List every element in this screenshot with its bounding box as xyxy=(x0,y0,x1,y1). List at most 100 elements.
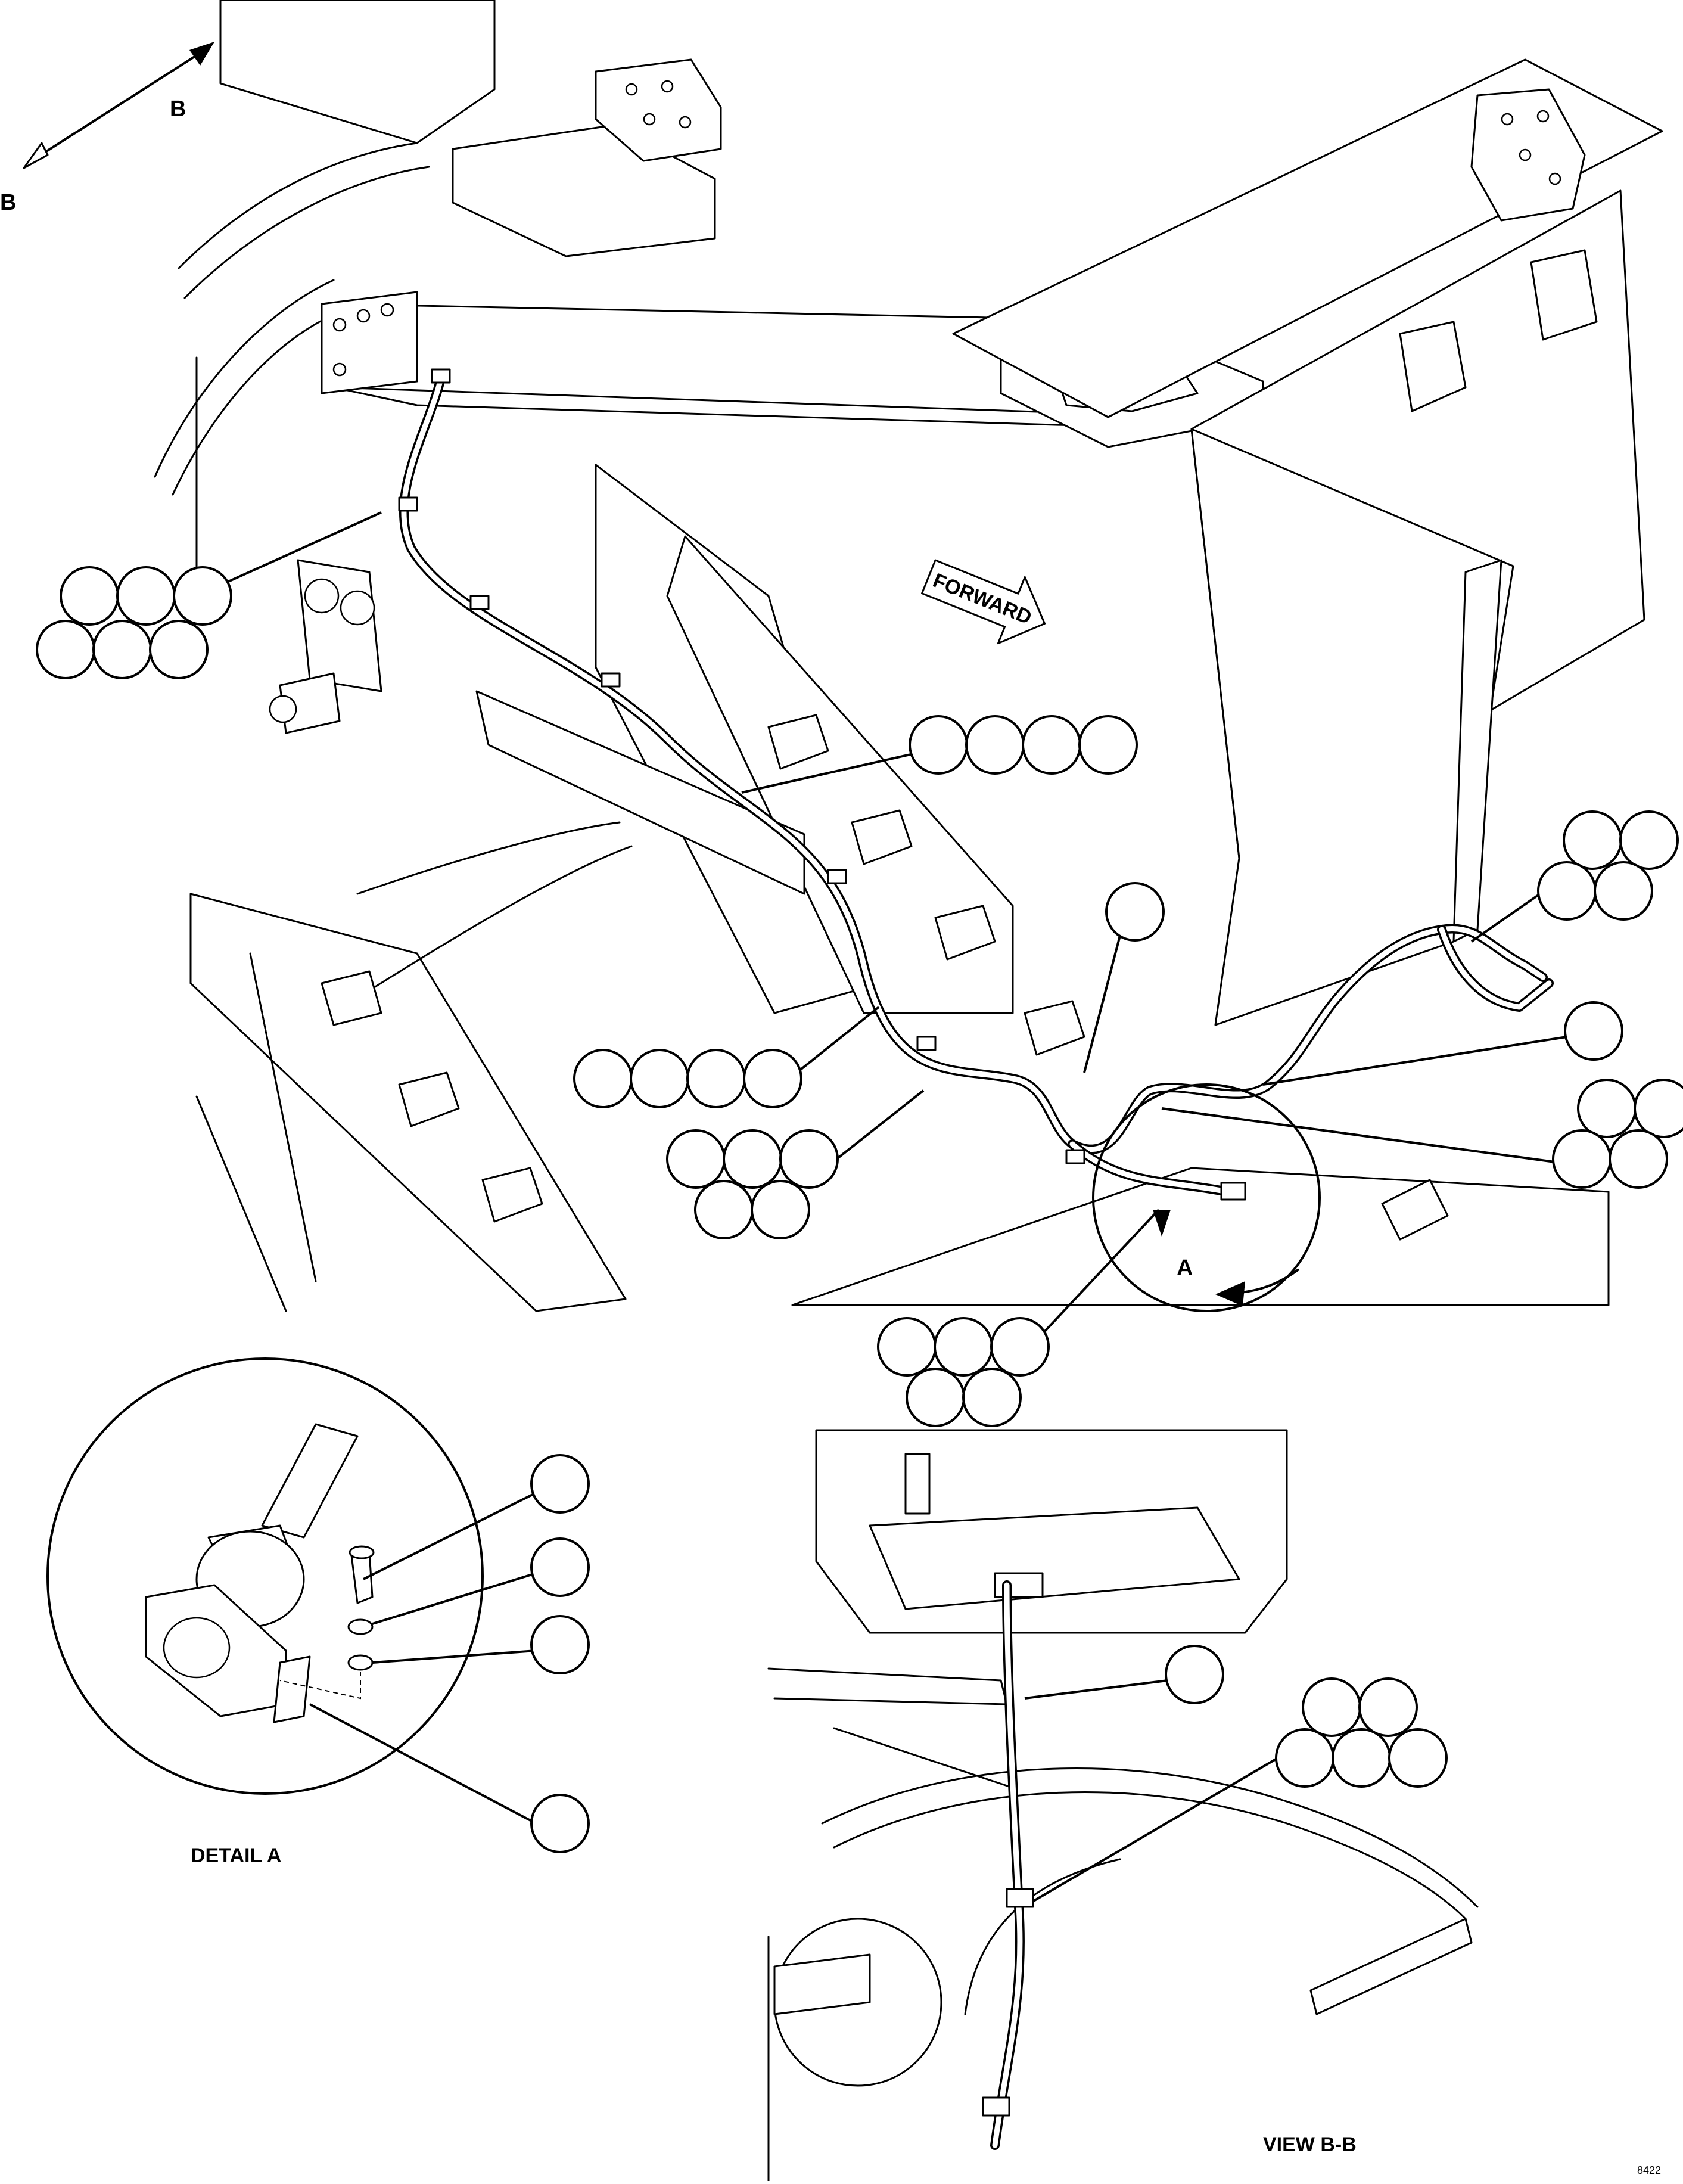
vb-mount-plate xyxy=(869,1506,1240,1610)
callout-leader xyxy=(1470,893,1541,943)
detail-a-frame xyxy=(46,1357,484,1795)
callout-bubble xyxy=(934,1317,993,1377)
forward-arrow: FORWARD xyxy=(921,559,1046,645)
front-rail xyxy=(475,690,805,895)
axle-plate-hole xyxy=(340,590,375,626)
callout-leader xyxy=(1083,935,1121,1073)
callout-bubble xyxy=(1332,1728,1391,1788)
section-b-arrowhead-top xyxy=(189,42,214,66)
flat-washer xyxy=(347,1654,374,1671)
bolt-head xyxy=(349,1545,375,1559)
callout-bubble xyxy=(1563,810,1622,870)
callout-bubble xyxy=(1619,810,1679,870)
body-arc-3 xyxy=(154,279,335,478)
callout-bubble xyxy=(149,620,209,679)
callout-bubble xyxy=(1634,1079,1683,1138)
mounting-bracket xyxy=(273,1655,311,1723)
lower-arc-1 xyxy=(356,821,621,895)
vb-frame-line-1 xyxy=(767,1667,1008,1705)
right-leg xyxy=(1190,428,1514,1026)
callout-bubble xyxy=(906,1368,965,1427)
callout-bubble xyxy=(530,1794,590,1853)
callout-bubble xyxy=(723,1129,782,1189)
callout-g9 xyxy=(877,1208,1160,1427)
cable-clamp xyxy=(601,672,621,688)
callout-g1 xyxy=(36,511,382,679)
upper-cabinet xyxy=(219,0,496,144)
callout-g5 xyxy=(1262,1001,1623,1086)
callout-g12 xyxy=(372,1615,590,1674)
view-b-b xyxy=(767,1429,1479,2182)
rail-tab xyxy=(398,1071,460,1127)
body-arc-2 xyxy=(183,166,430,299)
cable-clamp xyxy=(827,869,847,884)
callout-bubble xyxy=(60,566,119,626)
floor-plate xyxy=(1381,1179,1449,1241)
axle-end xyxy=(269,695,297,723)
callout-bubble xyxy=(965,715,1025,775)
body-arc-4 xyxy=(172,309,347,496)
bracket-bolt xyxy=(332,318,347,332)
pad-hole xyxy=(661,80,674,93)
connector-face-inner xyxy=(163,1617,231,1679)
axle-plate xyxy=(297,559,382,692)
vb-clamp-lower xyxy=(982,2096,1010,2117)
detail-a-view xyxy=(46,1357,484,1795)
right-leg-inner xyxy=(1452,559,1502,943)
callout-g15 xyxy=(1032,1677,1448,1902)
detail-a-down-arrowhead xyxy=(1153,1210,1171,1237)
cable-clamp xyxy=(1220,1182,1246,1201)
callout-leader xyxy=(372,1572,537,1625)
rail-tab xyxy=(934,905,996,961)
detail-a-arrowhead xyxy=(1215,1281,1245,1306)
left-bracket xyxy=(321,291,418,394)
bracket-bolt xyxy=(356,309,371,323)
callout-bubble xyxy=(1388,1728,1448,1788)
vb-arc-3 xyxy=(964,1858,1121,2015)
callout-bubble xyxy=(1564,1001,1623,1061)
callout-g3 xyxy=(1083,882,1165,1073)
callout-g11 xyxy=(372,1537,590,1625)
lower-left-edge-2 xyxy=(195,1095,287,1312)
section-b-arrow: B B xyxy=(0,42,214,215)
callout-bubble xyxy=(1302,1677,1361,1737)
vb-arc-2 xyxy=(833,1791,1467,1920)
callout-bubble xyxy=(1022,715,1081,775)
callout-bubble xyxy=(530,1454,590,1514)
callout-layer xyxy=(36,511,1683,1902)
callout-bubble xyxy=(877,1317,937,1377)
pad-hole xyxy=(1501,113,1514,126)
callout-bubble xyxy=(1594,861,1653,921)
main-view: FORWARD B B A xyxy=(0,0,1663,1312)
callout-bubble xyxy=(530,1537,590,1597)
rail-tab xyxy=(767,714,829,770)
diagonal-rail-lower xyxy=(666,535,1014,1014)
callout-leader xyxy=(741,750,927,794)
cable-clamp xyxy=(916,1036,937,1051)
section-b-line xyxy=(26,46,210,165)
vb-frame-line-2 xyxy=(833,1727,1014,1789)
bracket-bolt xyxy=(332,362,347,377)
detail-a-marker xyxy=(1092,1083,1321,1312)
callout-g7 xyxy=(1161,1079,1683,1189)
callout-g4 xyxy=(573,1006,880,1108)
right-cutout-1 xyxy=(1399,321,1467,412)
bolt xyxy=(350,1551,374,1604)
callout-bubble xyxy=(1577,1079,1637,1138)
callout-bubble xyxy=(751,1180,810,1239)
pad-hole xyxy=(1548,172,1561,185)
forward-arrow-shape xyxy=(921,559,1046,645)
callout-g10 xyxy=(363,1454,590,1580)
rail-tab xyxy=(481,1167,543,1223)
callout-bubble xyxy=(1358,1677,1418,1737)
callout-bubble xyxy=(1105,882,1165,942)
callout-bubble xyxy=(1609,1129,1668,1189)
vb-hinge xyxy=(904,1453,931,1515)
callout-bubble xyxy=(530,1615,590,1674)
callout-bubble xyxy=(630,1049,689,1108)
pad-hole xyxy=(643,113,656,126)
callout-bubble xyxy=(1275,1728,1334,1788)
callout-leader xyxy=(1262,1036,1567,1086)
